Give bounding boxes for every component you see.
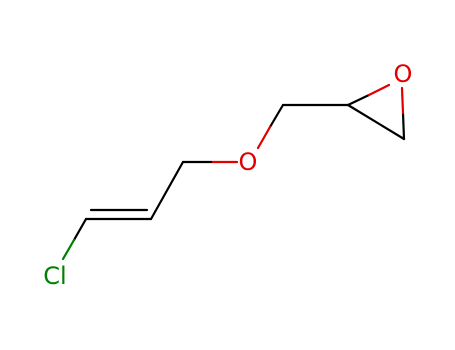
side-chain	[61, 103, 350, 261]
bond-ch2-o-red	[256, 125, 272, 150]
bond-ch-cl-green	[61, 238, 76, 261]
ether-oxygen-label: O	[239, 148, 258, 176]
bond-epoxide-c2-o-red	[400, 86, 405, 115]
bond-epoxide-c2-o-black	[401, 111, 406, 141]
epoxide-ring	[346, 83, 406, 141]
bond-epoxide-c1-o-black	[346, 93, 371, 107]
bond-epoxide-c1-o-red	[367, 83, 391, 97]
chlorine-label: Cl	[43, 262, 66, 290]
bond-epoxide-c1-c2	[346, 103, 406, 141]
bond-ch-cl-black	[72, 217, 88, 242]
bond-ch2-o-black	[268, 103, 285, 129]
epoxide-oxygen-label: O	[394, 60, 413, 88]
bond-ch2-ch	[149, 160, 185, 221]
